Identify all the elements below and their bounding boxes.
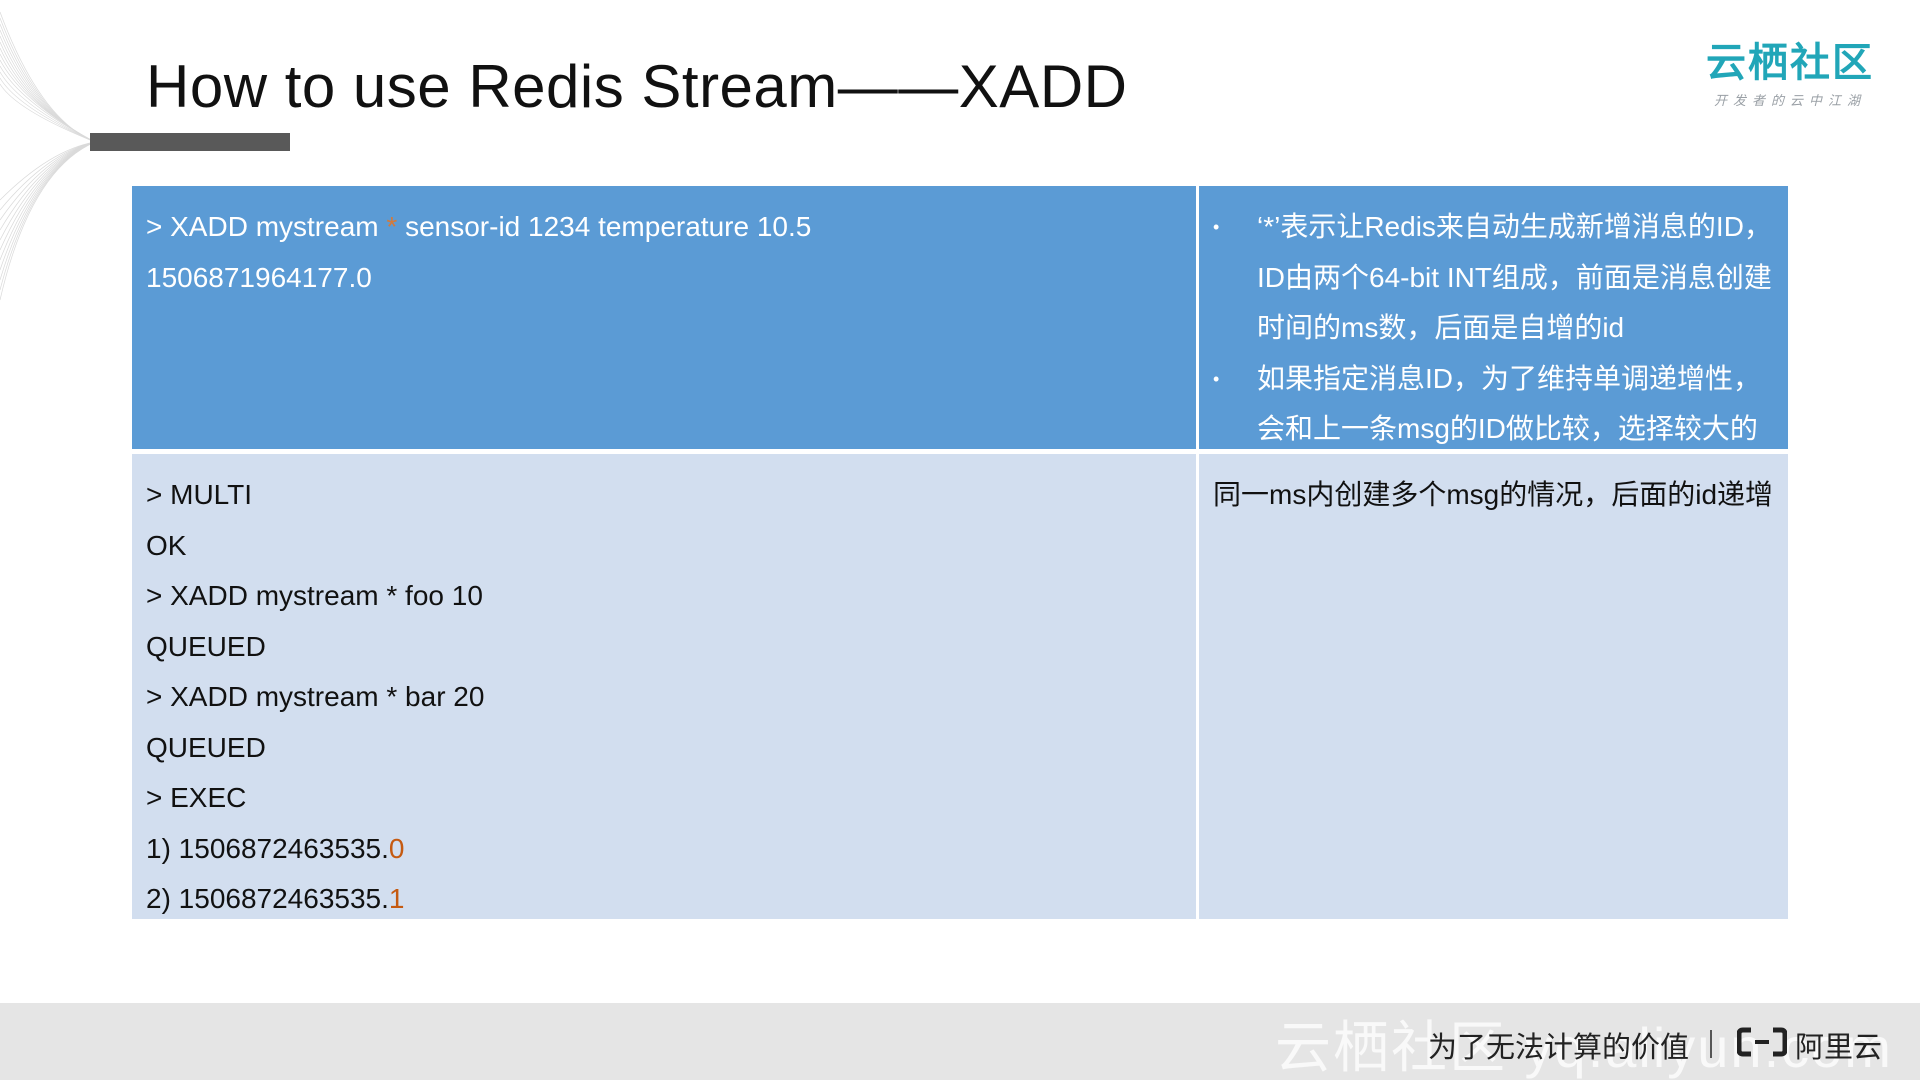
- command-result: 1506871964177.0: [146, 261, 372, 293]
- command-cell: > MULTI OK > XADD mystream * foo 10 QUEU…: [132, 454, 1196, 919]
- sequence-number: 0: [388, 832, 405, 864]
- yunqi-logo: 云栖社区 开发者的云中江湖: [1705, 40, 1875, 109]
- command-line: QUEUED: [146, 731, 266, 763]
- notes-cell: ‘*’表示让Redis来自动生成新增消息的ID，ID由两个64-bit INT组…: [1199, 186, 1788, 449]
- table-row-basic-xadd: > XADD mystream * sensor-id 1234 tempera…: [132, 186, 1788, 449]
- command-line: > MULTI: [146, 479, 253, 510]
- footer-bar: [0, 1003, 1920, 1080]
- footer-slogan: 为了无法计算的价值: [1428, 1032, 1690, 1064]
- command-line: > XADD mystream * sensor-id 1234 tempera…: [146, 211, 812, 242]
- notes-cell: 同一ms内创建多个msg的情况，后面的id递增: [1199, 454, 1788, 919]
- logo-tagline: 开发者的云中江湖: [1713, 93, 1866, 108]
- auto-id-star: *: [386, 211, 398, 242]
- logo-name: 云栖社区: [1706, 41, 1874, 85]
- command-line: > EXEC: [146, 782, 247, 813]
- exec-result-1: 1) 1506872463535.0: [146, 832, 405, 864]
- table-row-multi-exec: > MULTI OK > XADD mystream * foo 10 QUEU…: [132, 454, 1788, 919]
- note-item: ‘*’表示让Redis来自动生成新增消息的ID，ID由两个64-bit INT组…: [1213, 202, 1774, 354]
- slide-title: How to use Redis Stream——XADD: [146, 53, 1128, 120]
- aliyun-logo-icon: [1737, 1027, 1787, 1057]
- note-item: 如果指定消息ID，为了维持单调递增性，会和上一条msg的ID做比较，选择较大的: [1213, 354, 1774, 455]
- watermark: 云栖社区 yq.aliyun.com: [1275, 1016, 1893, 1079]
- notes-list: ‘*’表示让Redis来自动生成新增消息的ID，ID由两个64-bit INT组…: [1213, 202, 1774, 455]
- command-line: OK: [146, 529, 187, 561]
- title-underline-bar: [90, 133, 290, 151]
- corner-decoration: [0, 0, 96, 320]
- command-line: > XADD mystream * bar 20: [146, 681, 485, 712]
- xadd-table: > XADD mystream * sensor-id 1234 tempera…: [132, 186, 1788, 919]
- command-line: > XADD mystream * foo 10: [146, 580, 483, 611]
- sequence-number: 1: [388, 883, 405, 914]
- note-text: 同一ms内创建多个msg的情况，后面的id递增: [1213, 479, 1774, 510]
- exec-result-2: 2) 1506872463535.1: [146, 883, 405, 914]
- aliyun-brand: 阿里云: [1795, 1032, 1883, 1064]
- command-line: QUEUED: [146, 630, 266, 662]
- footer-divider: [1710, 1030, 1712, 1058]
- command-cell: > XADD mystream * sensor-id 1234 tempera…: [132, 186, 1196, 449]
